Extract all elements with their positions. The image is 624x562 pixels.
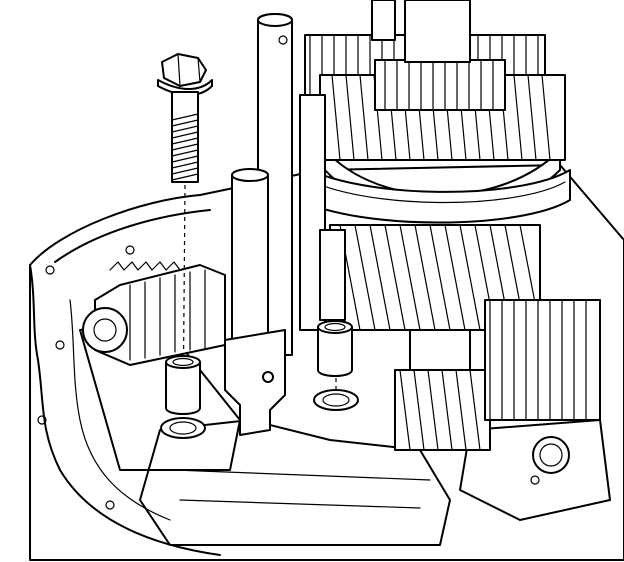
countershaft-helical-gear	[329, 224, 601, 451]
dowel-sleeve-left	[160, 355, 206, 439]
flange-bolt	[157, 53, 213, 183]
ring-gear-edge	[109, 261, 181, 271]
dowel-sleeve-right	[313, 320, 359, 411]
transmission-case	[29, 164, 624, 561]
mainshaft-gear-cluster	[299, 0, 571, 224]
shift-linkage	[82, 264, 226, 366]
shift-fork	[224, 168, 286, 436]
